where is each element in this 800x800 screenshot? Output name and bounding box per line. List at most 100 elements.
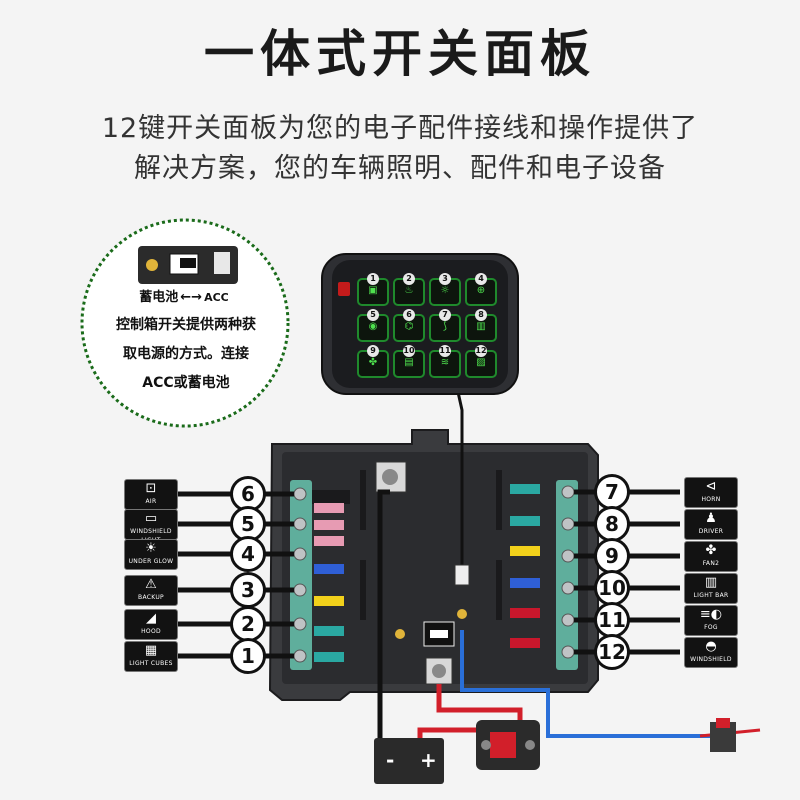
keypad-button-10[interactable]: 10▤ — [393, 345, 425, 378]
add-a-fuse-tap — [710, 718, 736, 752]
channel-label-11: ≡◐ FOG — [684, 605, 738, 636]
keypad-button-4[interactable]: 4⊕ — [465, 273, 497, 306]
channel-number-3: 3 — [230, 572, 266, 608]
power-post — [425, 657, 453, 685]
status-led — [395, 629, 405, 639]
keypad-button-6[interactable]: 6⌬ — [393, 309, 425, 342]
hood-icon: ◢ — [146, 611, 156, 626]
left-fuse-slots — [310, 470, 366, 662]
channel-label-text: UNDER GLOW — [128, 558, 174, 565]
keypad-button-icon: ☼ — [440, 285, 450, 296]
keypad-button-icon: ▤ — [404, 357, 414, 368]
channel-label-text: WINDSHIELD — [690, 656, 732, 663]
channel-number-4: 4 — [230, 536, 266, 572]
channel-label-9: ✤ FAN2 — [684, 541, 738, 572]
keypad-button-number: 1 — [367, 273, 379, 285]
ground-post — [375, 461, 407, 493]
channel-label-text: BACKUP — [138, 594, 164, 601]
channel-label-text: DRIVER — [698, 528, 724, 535]
keypad-button-icon: ◉ — [368, 321, 378, 332]
keypad-button-8[interactable]: 8▥ — [465, 309, 497, 342]
channel-label-text: HOOD — [141, 628, 161, 635]
right-fuse-slots — [496, 470, 540, 648]
keypad-button-number: 4 — [475, 273, 487, 285]
channel-label-text: HORN — [701, 496, 721, 503]
right-terminal-strip — [556, 480, 578, 670]
channel-label-7: ⊲ HORN — [684, 477, 738, 508]
keypad-button-number: 3 — [439, 273, 451, 285]
horn-icon: ⊲ — [705, 479, 717, 494]
callout-battery-label: 蓄电池 — [139, 290, 179, 305]
channel-number-8: 8 — [594, 506, 630, 542]
power-button-icon[interactable] — [338, 282, 350, 296]
callout-line-4: ACC或蓄电池 — [142, 375, 230, 391]
windshield-icon: ◓ — [705, 639, 717, 654]
page-title: 一体式开关面板 — [204, 25, 596, 83]
channel-label-text: LIGHT BAR — [693, 592, 729, 599]
channel-label-6: ⊡AIR — [124, 479, 178, 510]
air-icon: ⊡ — [145, 481, 157, 496]
channel-number-2: 2 — [230, 606, 266, 642]
keypad-button-icon: ♨ — [404, 285, 414, 296]
keypad-button-icon: ✤ — [368, 357, 378, 368]
fog-icon: ≡◐ — [699, 607, 723, 622]
left-terminal-strip — [290, 480, 312, 670]
keypad-button-7[interactable]: 7⟆ — [429, 309, 461, 342]
channel-label-text: FAN2 — [702, 560, 720, 567]
keypad-button-icon: ⌬ — [404, 321, 414, 332]
keypad-button-icon: ▨ — [476, 357, 486, 368]
keypad-button-number: 9 — [367, 345, 379, 357]
acc-wire — [460, 630, 720, 738]
keypad-button-2[interactable]: 2♨ — [393, 273, 425, 306]
channel-label-3: ⚠ BACKUP — [124, 575, 178, 606]
channel-label-2: ◢ HOOD — [124, 609, 178, 640]
keypad-button-number: 6 — [403, 309, 415, 321]
battery-plus-label: + — [420, 748, 437, 772]
keypad-button-5[interactable]: 5◉ — [357, 309, 389, 342]
keypad-button-icon: ⊕ — [476, 285, 486, 296]
fan-icon: ✤ — [705, 543, 717, 558]
channel-label-text: FOG — [704, 624, 718, 631]
driver-seat-icon: ♟ — [705, 511, 717, 526]
keypad-button-11[interactable]: 11≋ — [429, 345, 461, 378]
callout-acc-label: ACC — [204, 291, 229, 304]
channel-number-10: 10 — [594, 570, 630, 606]
windshield-light-icon: ▭ — [144, 511, 158, 526]
channel-number-1: 1 — [230, 638, 266, 674]
keypad-button-icon: ▣ — [368, 285, 378, 296]
channel-label-12: ◓ WINDSHIELD — [684, 637, 738, 668]
keypad-button-number: 7 — [439, 309, 451, 321]
channel-number-12: 12 — [594, 634, 630, 670]
channel-number-11: 11 — [594, 602, 630, 638]
light-cubes-icon: ▦ — [144, 643, 158, 658]
channel-label-5: ▭WINDSHIELD LIGHT — [124, 509, 178, 544]
acc-battery-selector[interactable] — [423, 621, 455, 647]
keypad-button-9[interactable]: 9✤ — [357, 345, 389, 378]
cable-connector — [454, 564, 470, 586]
keypad-button-number: 2 — [403, 273, 415, 285]
channel-label-4: ☀UNDER GLOW — [124, 539, 178, 570]
circuit-breaker — [476, 720, 540, 770]
battery: - + — [374, 738, 444, 784]
status-led-2 — [457, 609, 467, 619]
keypad-button-3[interactable]: 3☼ — [429, 273, 461, 306]
callout-line-2: 控制箱开关提供两种获 — [116, 317, 256, 333]
keypad-button-icon: ⟆ — [443, 321, 447, 332]
description-line-2: 解决方案，您的车辆照明、配件和电子设备 — [134, 153, 666, 184]
keypad-button-12[interactable]: 12▨ — [465, 345, 497, 378]
channel-label-1: ▦LIGHT CUBES — [124, 641, 178, 672]
callout-line-3: 取电源的方式。连接 — [123, 346, 249, 362]
keypad-button-1[interactable]: 1▣ — [357, 273, 389, 306]
fuse-control-box — [268, 429, 599, 701]
keypad-button-number: 12 — [475, 345, 487, 357]
backup-icon: ⚠ — [145, 577, 157, 592]
channel-label-8: ♟ DRIVER — [684, 509, 738, 540]
keypad-button-icon: ≋ — [440, 357, 450, 368]
channel-label-10: ▥LIGHT BAR — [684, 573, 738, 604]
power-source-callout — [80, 218, 290, 428]
description-line-1: 12键开关面板为您的电子配件接线和操作提供了 — [101, 113, 699, 144]
keypad-button-number: 10 — [403, 345, 415, 357]
keypad-button-number: 11 — [439, 345, 451, 357]
keypad-button-number: 8 — [475, 309, 487, 321]
